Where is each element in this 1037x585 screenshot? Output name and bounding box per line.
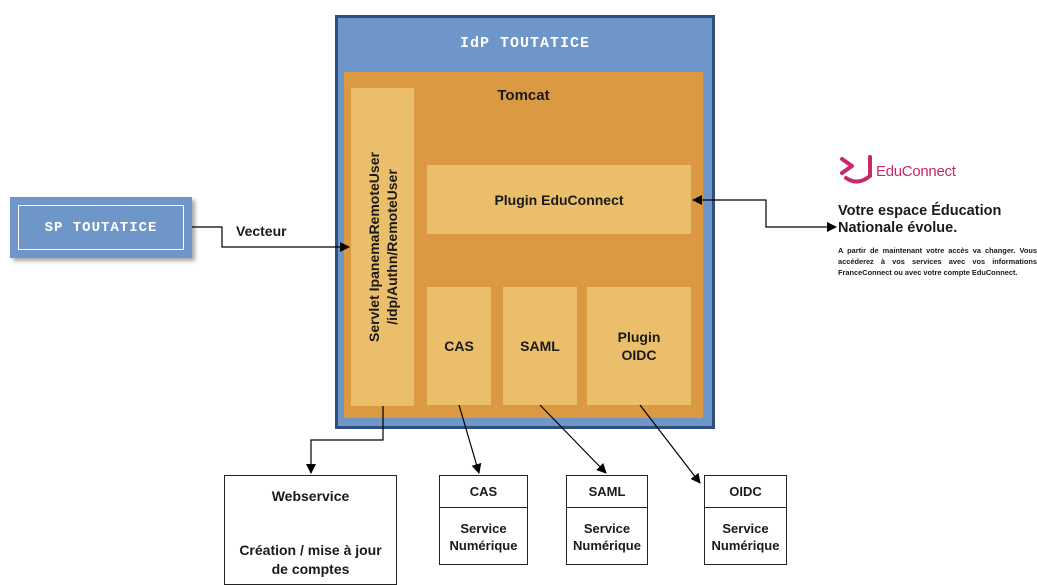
saml-to-service-arrow (539, 404, 607, 474)
oidc-to-service-arrow (639, 404, 701, 484)
oidc-service-title: OIDC (705, 476, 786, 508)
educonnect-logo-text: EduConnect (876, 163, 956, 180)
vecteur-label: Vecteur (236, 223, 287, 239)
webservice-desc-line2: de comptes (271, 561, 350, 577)
educonnect-logo-icon (840, 155, 872, 184)
service-line1: Service (722, 520, 769, 536)
service-line2: Numérique (711, 537, 780, 553)
educonnect-bidirectional-arrow (692, 195, 837, 232)
service-line2: Numérique (573, 537, 641, 553)
service-line1: Service (583, 520, 631, 536)
webservice-title: Webservice (271, 488, 350, 504)
sp-to-servlet-arrow (192, 226, 350, 252)
service-line1: Service (460, 520, 507, 536)
servlet-to-webservice-arrow (306, 406, 384, 474)
cas-service-title: CAS (440, 476, 527, 508)
sp-toutatice-label: SP TOUTATICE (18, 205, 184, 250)
saml-component-box: SAML (503, 287, 577, 405)
webservice-desc-line1: Création / mise à jour (239, 542, 382, 558)
tomcat-title: Tomcat (497, 86, 550, 104)
cas-component-box: CAS (427, 287, 491, 405)
educonnect-heading: Votre espace Éducation Nationale évolue. (838, 203, 1002, 236)
plugin-oidc-line1: Plugin (617, 329, 661, 345)
cas-to-service-arrow (458, 404, 482, 474)
educonnect-body-text: A partir de maintenant votre accès va ch… (838, 246, 1037, 277)
idp-title: IdP TOUTATICE (459, 34, 591, 52)
service-line2: Numérique (449, 537, 518, 553)
plugin-educonnect-box: Plugin EduConnect (427, 165, 691, 234)
servlet-remoteuser-box (351, 88, 414, 406)
webservice-description: Création / mise à jour de comptes (224, 540, 397, 580)
plugin-oidc-box: Plugin OIDC (587, 287, 691, 405)
saml-service-title: SAML (567, 476, 647, 508)
plugin-oidc-line2: OIDC (621, 347, 657, 363)
